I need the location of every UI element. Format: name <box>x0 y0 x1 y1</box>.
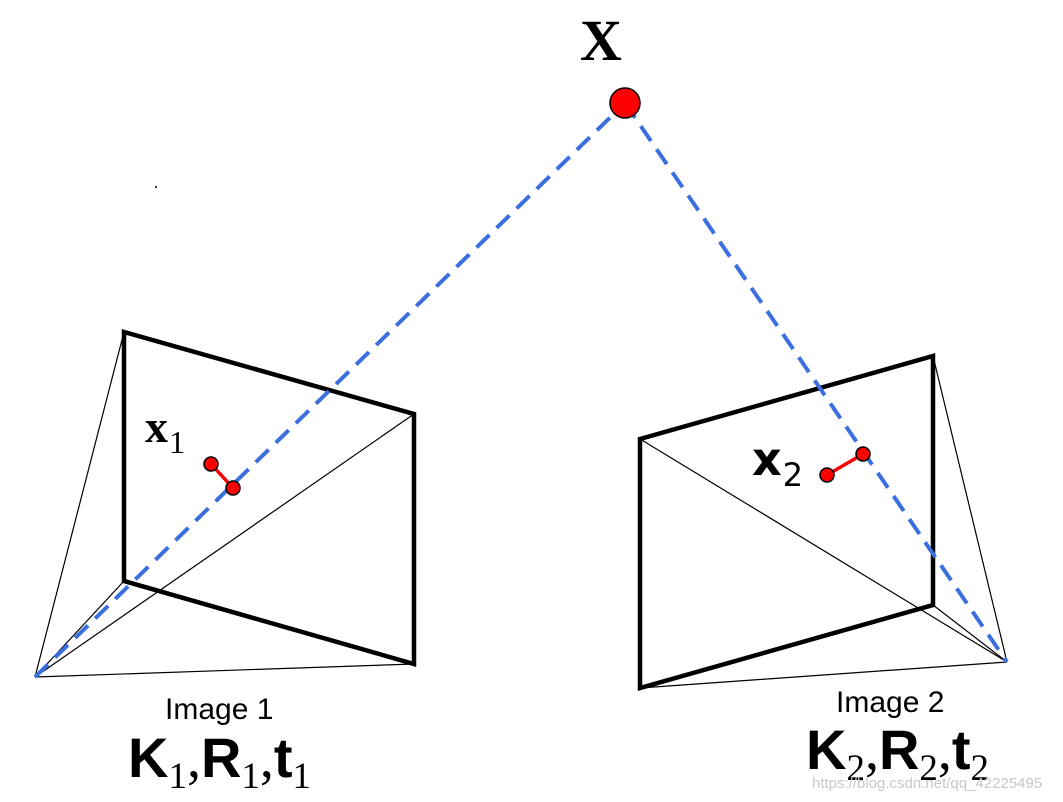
image-point-1-subscript: 1 <box>169 424 186 461</box>
param-2-r-sub: 2 <box>919 747 938 789</box>
camera-1 <box>34 329 417 678</box>
reprojection-error-2 <box>819 446 871 483</box>
param-1-r-letter: R <box>200 726 242 789</box>
world-point-marker <box>609 87 641 119</box>
image-point-1-label: x1 <box>145 401 185 459</box>
observed-point-1 <box>225 480 241 496</box>
param-1-sep-a: , <box>186 728 201 790</box>
image-point-2-subscript: 2 <box>782 456 804 495</box>
projected-point-2 <box>819 467 835 483</box>
image-1-caption: Image 1 <box>165 693 274 726</box>
image-plane-2 <box>637 353 936 691</box>
frustum-edge-1b <box>34 413 415 678</box>
param-1-sep-b: , <box>259 728 274 790</box>
param-2-sep-a: , <box>864 720 879 782</box>
image-point-2-letter: x <box>752 432 782 486</box>
param-2-t-sub: 2 <box>970 747 990 789</box>
param-1-r-sub: 1 <box>241 755 260 797</box>
camera-2-parameters: K2,R2,t2 <box>806 720 989 787</box>
frustum-edge-2d <box>639 661 1008 689</box>
param-1-k-sub: 1 <box>168 755 187 797</box>
back-projection-ray-2 <box>623 101 1009 664</box>
frustum-edge-1d <box>34 580 125 678</box>
param-2-r-letter: R <box>878 718 920 781</box>
observed-point-2 <box>855 446 871 462</box>
param-1-t-letter: t <box>273 726 293 789</box>
frustum-edge-2c <box>932 604 1008 663</box>
back-projection-ray-1 <box>33 101 627 679</box>
watermark: https://blog.csdn.net/qq_42225495 <box>812 775 1043 792</box>
stray-dot <box>155 186 157 188</box>
param-2-k-sub: 2 <box>846 747 865 789</box>
frustum-edge-2b <box>932 355 1008 663</box>
camera-1-parameters: K1,R1,t1 <box>128 728 311 795</box>
frustum-edge-2a <box>639 438 1008 663</box>
param-2-t-letter: t <box>951 718 971 781</box>
frustum-edge-1a <box>34 331 125 678</box>
camera-2 <box>637 353 1008 691</box>
projected-point-1 <box>203 456 219 472</box>
image-plane-1 <box>121 329 417 667</box>
image-point-1-letter: x <box>145 401 168 452</box>
world-point-label: X <box>580 8 622 73</box>
image-2-caption: Image 2 <box>836 686 945 719</box>
image-point-2-label: x2 <box>752 436 803 491</box>
frustum-edge-1c <box>34 663 415 678</box>
param-1-k-letter: K <box>128 726 169 789</box>
param-2-k-letter: K <box>806 718 847 781</box>
reprojection-error-1 <box>203 456 241 496</box>
param-2-sep-b: , <box>937 720 952 782</box>
param-1-t-sub: 1 <box>292 755 312 797</box>
